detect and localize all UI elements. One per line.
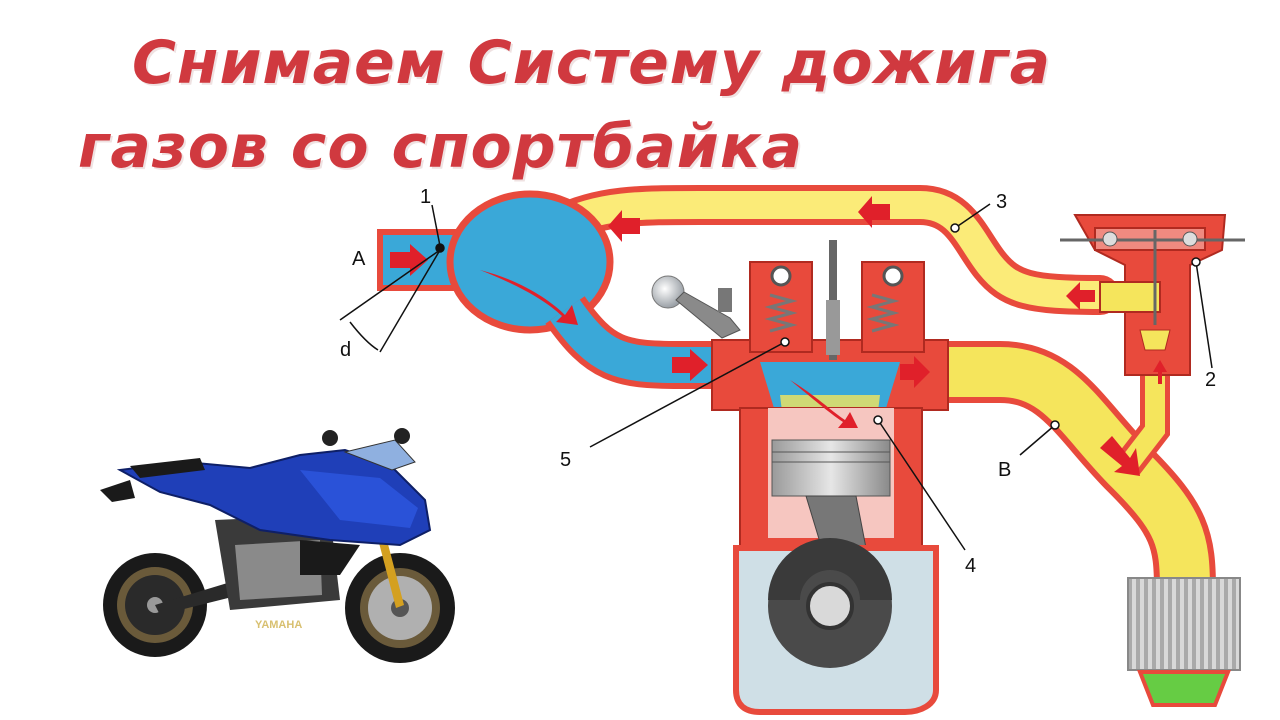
cylinder-head [711, 240, 949, 428]
label-4: 4 [965, 555, 976, 577]
title-line-2: газов со спортбайка [78, 112, 804, 182]
secondary-air-pipe [540, 185, 1120, 315]
label-2: 2 [1205, 369, 1216, 391]
label-d: d [340, 339, 351, 361]
label-5: 5 [560, 449, 571, 471]
air-valve-unit [1060, 214, 1245, 376]
throttle-angle [339, 243, 445, 353]
catalytic-converter [1127, 577, 1241, 707]
flow-arrows [390, 196, 1167, 476]
front-wheel [345, 553, 455, 663]
motorcycle-image: YAMAHA [100, 428, 455, 663]
label-1: 1 [420, 186, 431, 208]
label-3: 3 [996, 191, 1007, 213]
motorcycle-brand: YAMAHA [255, 619, 302, 631]
label-b: B [998, 459, 1011, 481]
label-a: A [352, 248, 366, 270]
callout-lines [431, 203, 1213, 551]
title-block: Снимаем Систему дожига газов со спортбай… [0, 0, 1280, 190]
injector-bulb [651, 275, 741, 339]
cylinder-block [733, 407, 939, 715]
title-line-1: Снимаем Систему дожига [132, 28, 1052, 98]
